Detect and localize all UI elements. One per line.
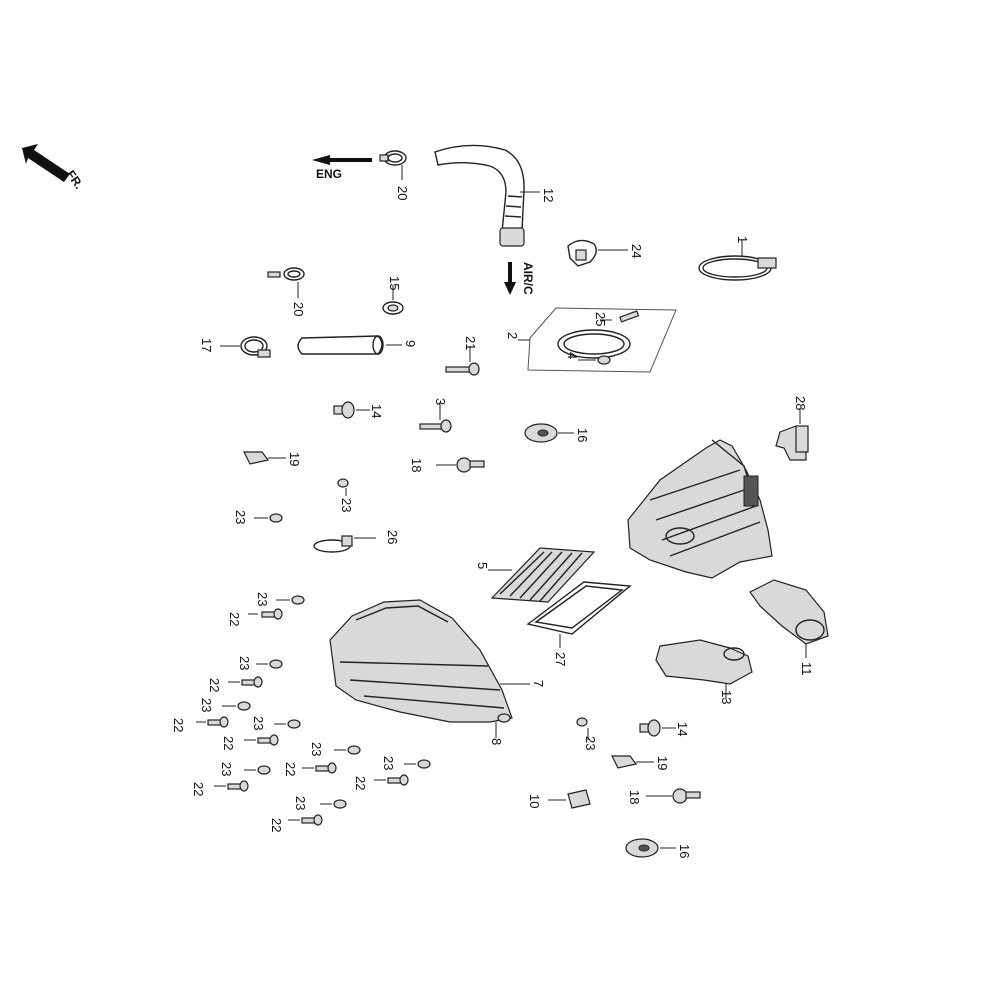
callout-23-s6: 23 — [381, 756, 396, 770]
callout-22-s8: 22 — [269, 818, 284, 832]
callout-14-bottom: 14 — [675, 722, 690, 736]
callout-28: 28 — [793, 396, 808, 410]
part-assembly-2: 2 25 4 — [505, 307, 677, 373]
part-clamp-20-middle: 20 — [267, 267, 306, 316]
engine-direction-indicator: ENG — [312, 155, 372, 181]
part-bolt-18-top: 18 — [409, 457, 485, 473]
callout-22-s6: 22 — [353, 776, 368, 790]
part-band-clamp-1: 1 — [698, 236, 777, 281]
fastener-set-8: 23 22 — [269, 796, 347, 832]
callout-23-s4: 23 — [251, 716, 266, 730]
callout-16-top: 16 — [575, 428, 590, 442]
part-bolt-21: 21 — [445, 336, 480, 376]
fastener-set-1: 23 22 — [227, 592, 305, 626]
callout-15: 15 — [387, 276, 402, 290]
part-intake-duct-11: 11 — [749, 579, 829, 676]
callout-22-s2: 22 — [207, 678, 222, 692]
callout-10: 10 — [527, 794, 542, 808]
callout-4: 4 — [565, 352, 580, 359]
part-fastener-14-bottom: 14 — [639, 719, 690, 737]
callout-23-s7: 23 — [219, 762, 234, 776]
callout-23-right: 23 — [583, 736, 598, 750]
callout-23-s3: 23 — [199, 698, 214, 712]
part-resonator-13: 13 — [655, 639, 753, 704]
part-nut-23-right: 23 — [576, 717, 598, 750]
callout-23-s5: 23 — [309, 742, 324, 756]
callout-18-bottom: 18 — [627, 790, 642, 804]
callout-18-top: 18 — [409, 458, 424, 472]
air-cleaner-label: AIR/C — [521, 262, 535, 295]
air-cleaner-arrow-icon — [504, 262, 516, 295]
part-hose-12: 12 — [434, 144, 556, 247]
part-grommet-16-bottom: 16 — [625, 838, 692, 858]
fastener-set-2: 23 22 — [207, 656, 283, 692]
part-air-box-cover-7: 7 — [329, 599, 546, 723]
callout-5: 5 — [475, 562, 490, 569]
callout-22-s1: 22 — [227, 612, 242, 626]
callout-19-bottom: 19 — [655, 756, 670, 770]
part-air-box-case — [627, 439, 773, 579]
callout-26: 26 — [385, 530, 400, 544]
part-sensor-28: 28 — [775, 396, 809, 461]
part-tube-9: 9 — [297, 335, 418, 355]
callout-25: 25 — [593, 312, 608, 326]
callout-3: 3 — [433, 398, 448, 405]
part-filter-element-5: 5 — [475, 547, 596, 603]
part-bolt-18-bottom: 18 — [627, 788, 701, 804]
fastener-set-6: 23 22 — [353, 756, 431, 790]
air-cleaner-direction-indicator: AIR/C — [504, 262, 535, 295]
front-arrow-icon — [22, 144, 70, 182]
callout-11: 11 — [799, 662, 814, 676]
part-gasket-27: 27 — [526, 581, 632, 666]
part-clamp-17: 17 — [199, 336, 271, 358]
fastener-set-7: 23 22 — [191, 762, 271, 796]
fastener-set-4: 23 22 — [221, 716, 301, 750]
part-clamp-15: 15 — [382, 276, 404, 315]
callout-16-bottom: 16 — [677, 844, 692, 858]
callout-23-s1: 23 — [255, 592, 270, 606]
callout-23-s8: 23 — [293, 796, 308, 810]
part-nut-23-left: 23 — [233, 510, 283, 524]
part-clamp-20-top: 20 — [379, 150, 410, 200]
callout-27: 27 — [553, 652, 568, 666]
callout-22-s3: 22 — [171, 718, 186, 732]
engine-label: ENG — [316, 167, 342, 181]
callout-2: 2 — [505, 332, 520, 339]
part-clamp-24: 24 — [567, 239, 644, 267]
part-clamp-26: 26 — [313, 530, 400, 553]
callout-23-upper: 23 — [339, 498, 354, 512]
part-clip-19-bottom: 19 — [611, 755, 670, 770]
callout-9: 9 — [403, 340, 418, 347]
part-cap-10: 10 — [527, 789, 591, 809]
callout-22-s4: 22 — [221, 736, 236, 750]
part-8: 8 — [489, 713, 511, 745]
callout-22-s5: 22 — [283, 762, 298, 776]
fastener-set-3: 23 22 — [171, 698, 251, 732]
part-clip-19-top: 19 — [243, 451, 302, 466]
callout-8: 8 — [489, 738, 504, 745]
part-bolt-3: 3 — [419, 398, 452, 433]
front-direction-indicator: FR. — [22, 144, 86, 192]
fastener-set-5: 23 22 — [283, 742, 361, 776]
callout-19-top: 19 — [287, 452, 302, 466]
callout-13: 13 — [719, 690, 734, 704]
part-grommet-16-top: 16 — [524, 423, 590, 443]
callout-1: 1 — [735, 236, 750, 243]
callout-21: 21 — [463, 336, 478, 350]
callout-17: 17 — [199, 338, 214, 352]
callout-7: 7 — [531, 680, 546, 687]
callout-20-middle: 20 — [291, 302, 306, 316]
callout-20-top: 20 — [395, 186, 410, 200]
front-label: FR. — [64, 168, 87, 192]
callout-24: 24 — [629, 244, 644, 258]
part-nut-23-upper: 23 — [337, 478, 354, 512]
engine-arrow-icon — [312, 155, 372, 165]
part-fastener-14-top: 14 — [333, 401, 384, 419]
callout-23-left: 23 — [233, 510, 248, 524]
callout-22-s7: 22 — [191, 782, 206, 796]
callout-12: 12 — [541, 188, 556, 202]
callout-23-s2: 23 — [237, 656, 252, 670]
callout-14-top: 14 — [369, 404, 384, 418]
